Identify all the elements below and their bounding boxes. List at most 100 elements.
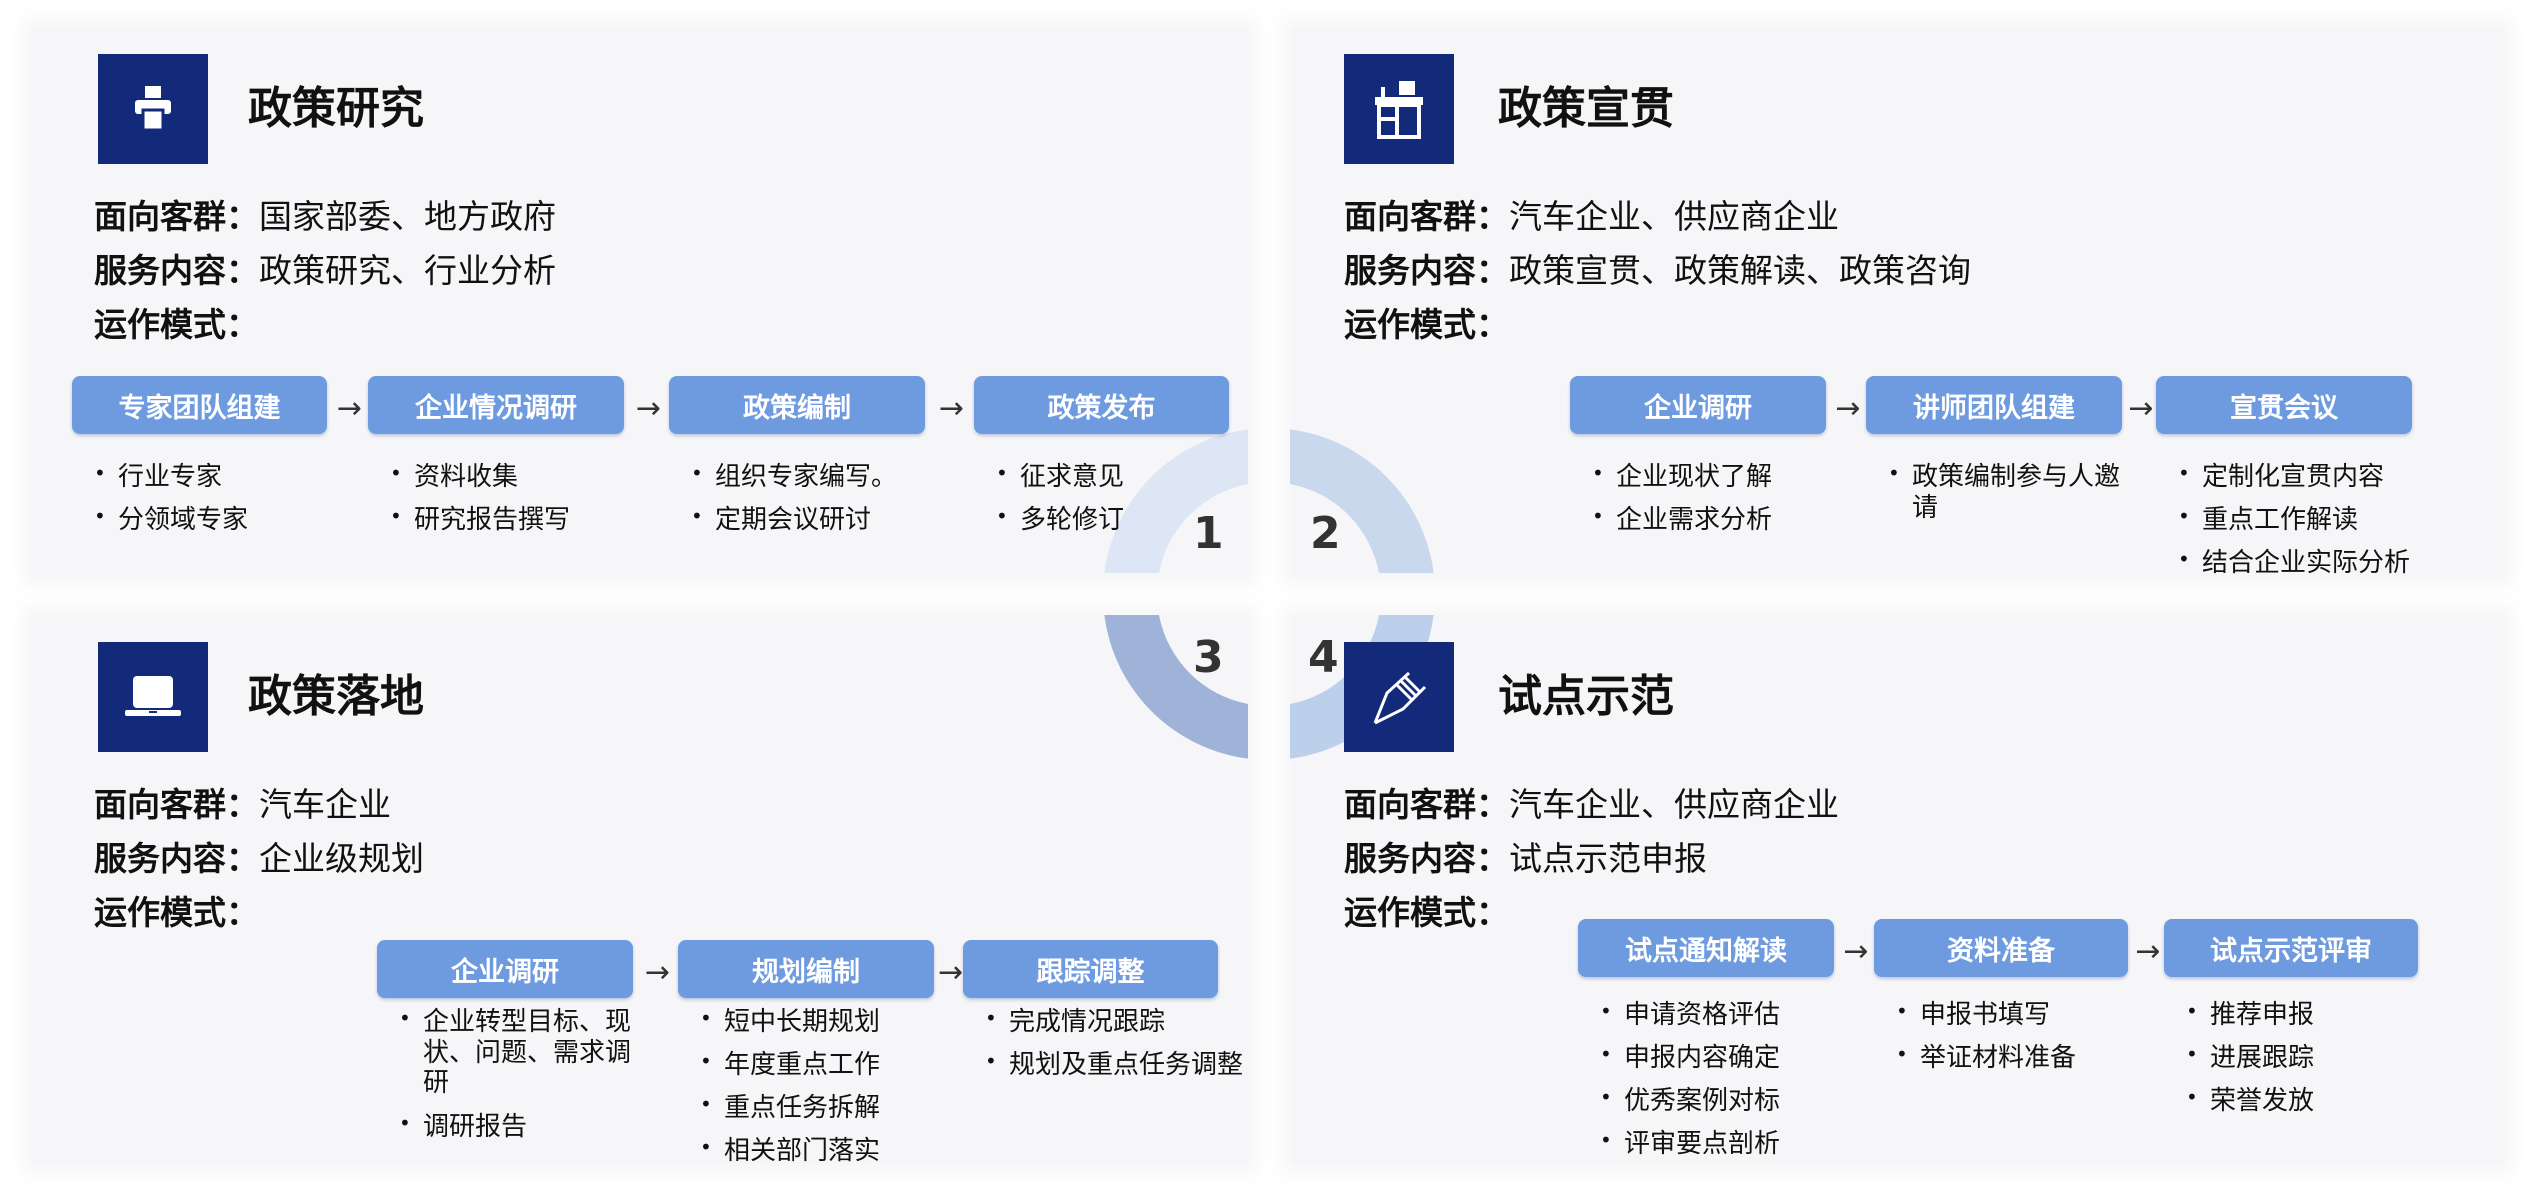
- audience-label: 面向客群：: [94, 197, 259, 236]
- mode-row: 运作模式：: [1344, 896, 1509, 929]
- ring-quadrant-tl: [1104, 429, 1248, 573]
- mode-label: 运作模式：: [94, 893, 259, 932]
- mode-label: 运作模式：: [1344, 893, 1509, 932]
- step-bullet-item: 短中长期规划: [700, 1007, 880, 1038]
- service-value: 政策研究、行业分析: [259, 251, 556, 290]
- step-bullet-item: 组织专家编写。: [691, 462, 897, 493]
- step-bullet-item: 企业需求分析: [1592, 505, 1772, 536]
- mode-row: 运作模式：: [94, 896, 259, 929]
- step-bullet-item: 重点任务拆解: [700, 1093, 880, 1124]
- audience-row: 面向客群：汽车企业: [94, 788, 391, 821]
- audience-value: 汽车企业、供应商企业: [1509, 785, 1839, 824]
- step-box: 专家团队组建: [72, 376, 327, 434]
- step-bullet-item: 资料收集: [390, 462, 518, 493]
- step-bullet-item: 定期会议研讨: [691, 505, 871, 536]
- step-box: 企业调研: [377, 940, 633, 998]
- step-box: 试点示范评审: [2164, 919, 2418, 977]
- arrow-icon: →: [635, 391, 662, 426]
- ring-number-2: 2: [1310, 508, 1341, 559]
- step-bullet-item: 规划及重点任务调整: [985, 1050, 1243, 1081]
- ring-quadrant-bl: [1104, 615, 1248, 759]
- step-bullet-item: 申请资格评估: [1600, 1000, 1780, 1031]
- step-bullet-item: 相关部门落实: [700, 1136, 880, 1167]
- step-box: 规划编制: [678, 940, 934, 998]
- service-value: 政策宣贯、政策解读、政策咨询: [1509, 251, 1971, 290]
- step-box: 企业调研: [1570, 376, 1826, 434]
- audience-label: 面向客群：: [1344, 197, 1509, 236]
- audience-row: 面向客群：汽车企业、供应商企业: [1344, 788, 1839, 821]
- ring-number-3: 3: [1193, 632, 1224, 683]
- step-bullet-item: 评审要点剖析: [1600, 1129, 1780, 1160]
- step-box: 宣贯会议: [2156, 376, 2412, 434]
- printer-icon: [98, 54, 208, 164]
- step-box: 政策发布: [974, 376, 1229, 434]
- arrow-icon: →: [2135, 934, 2161, 969]
- step-bullet-item: 推荐申报: [2186, 1000, 2314, 1031]
- audience-label: 面向客群：: [1344, 785, 1509, 824]
- step-bullet-item: 定制化宣贯内容: [2178, 462, 2384, 493]
- pen-icon: [1344, 642, 1454, 752]
- service-value: 企业级规划: [259, 839, 424, 878]
- service-row: 服务内容：政策宣贯、政策解读、政策咨询: [1344, 254, 1971, 287]
- podium-icon: [1344, 54, 1454, 164]
- step-bullet-item: 多轮修订: [996, 505, 1124, 536]
- panel-title-policy-landing: 政策落地: [248, 671, 424, 722]
- audience-value: 汽车企业、供应商企业: [1509, 197, 1839, 236]
- audience-row: 面向客群：汽车企业、供应商企业: [1344, 200, 1839, 233]
- step-bullet-item: 举证材料准备: [1896, 1043, 2076, 1074]
- step-bullet-item: 优秀案例对标: [1600, 1086, 1780, 1117]
- service-label: 服务内容：: [94, 251, 259, 290]
- step-bullet-item: 重点工作解读: [2178, 505, 2358, 536]
- step-bullet-item: 年度重点工作: [700, 1050, 880, 1081]
- service-label: 服务内容：: [1344, 251, 1509, 290]
- step-bullet-item: 行业专家: [94, 462, 222, 493]
- audience-label: 面向客群：: [94, 785, 259, 824]
- mode-label: 运作模式：: [94, 305, 259, 344]
- arrow-icon: →: [1843, 934, 1869, 969]
- step-bullet-item: 分领域专家: [94, 505, 248, 536]
- arrow-icon: →: [2128, 391, 2154, 426]
- panel-title-policy-promotion: 政策宣贯: [1498, 83, 1674, 134]
- step-bullet-item: 征求意见: [996, 462, 1124, 493]
- step-box: 跟踪调整: [963, 940, 1218, 998]
- ring-quadrant-tr: [1290, 429, 1434, 573]
- mode-label: 运作模式：: [1344, 305, 1509, 344]
- step-bullet-item: 政策编制参与人邀请: [1888, 462, 2122, 523]
- arrow-icon: →: [1835, 391, 1861, 426]
- arrow-icon: →: [644, 955, 671, 990]
- step-box: 政策编制: [669, 376, 925, 434]
- step-bullet-item: 研究报告撰写: [390, 505, 570, 536]
- step-bullet-item: 荣誉发放: [2186, 1086, 2314, 1117]
- step-bullet-item: 申报内容确定: [1600, 1043, 1780, 1074]
- step-bullet-item: 申报书填写: [1896, 1000, 2050, 1031]
- step-box: 讲师团队组建: [1866, 376, 2122, 434]
- service-label: 服务内容：: [1344, 839, 1509, 878]
- step-bullet-item: 完成情况跟踪: [985, 1007, 1165, 1038]
- service-label: 服务内容：: [94, 839, 259, 878]
- panel-title-policy-research: 政策研究: [248, 83, 424, 134]
- step-box: 资料准备: [1874, 919, 2128, 977]
- audience-row: 面向客群：国家部委、地方政府: [94, 200, 556, 233]
- service-row: 服务内容：政策研究、行业分析: [94, 254, 556, 287]
- laptop-icon: [98, 642, 208, 752]
- arrow-icon: →: [336, 391, 363, 426]
- step-bullet-item: 企业现状了解: [1592, 462, 1772, 493]
- service-row: 服务内容：企业级规划: [94, 842, 424, 875]
- ring-number-1: 1: [1193, 508, 1224, 559]
- service-value: 试点示范申报: [1509, 839, 1707, 878]
- panel-title-pilot-demo: 试点示范: [1498, 671, 1674, 722]
- service-row: 服务内容：试点示范申报: [1344, 842, 1707, 875]
- step-box: 试点通知解读: [1578, 919, 1834, 977]
- arrow-icon: →: [938, 391, 965, 426]
- step-box: 企业情况调研: [368, 376, 624, 434]
- step-bullet-item: 调研报告: [399, 1112, 643, 1143]
- audience-value: 国家部委、地方政府: [259, 197, 556, 236]
- audience-value: 汽车企业: [259, 785, 391, 824]
- arrow-icon: →: [938, 955, 964, 990]
- ring-number-4: 4: [1308, 632, 1339, 683]
- step-bullet-item: 企业转型目标、现状、问题、需求调研: [399, 1007, 643, 1099]
- step-bullet-item: 进展跟踪: [2186, 1043, 2314, 1074]
- mode-row: 运作模式：: [1344, 308, 1509, 341]
- step-bullet-item: 结合企业实际分析: [2178, 548, 2410, 579]
